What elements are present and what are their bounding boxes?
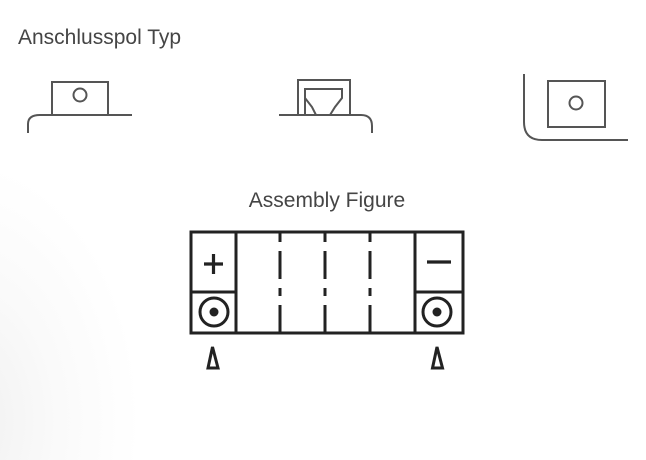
plus-sign-icon bbox=[204, 254, 223, 274]
arrow-marker-icon bbox=[206, 346, 445, 370]
terminal-type-heading: Anschlusspol Typ bbox=[18, 26, 182, 49]
terminal-type-c-icon bbox=[523, 74, 628, 141]
battery-assembly-icon bbox=[189, 230, 465, 335]
assembly-figure-heading: Assembly Figure bbox=[248, 189, 406, 212]
negative-terminal-icon bbox=[421, 296, 453, 328]
positive-terminal-icon bbox=[198, 296, 230, 328]
cell-dividers bbox=[278, 232, 372, 333]
terminal-type-a-icon bbox=[27, 81, 132, 133]
terminal-type-b-icon bbox=[279, 79, 373, 133]
